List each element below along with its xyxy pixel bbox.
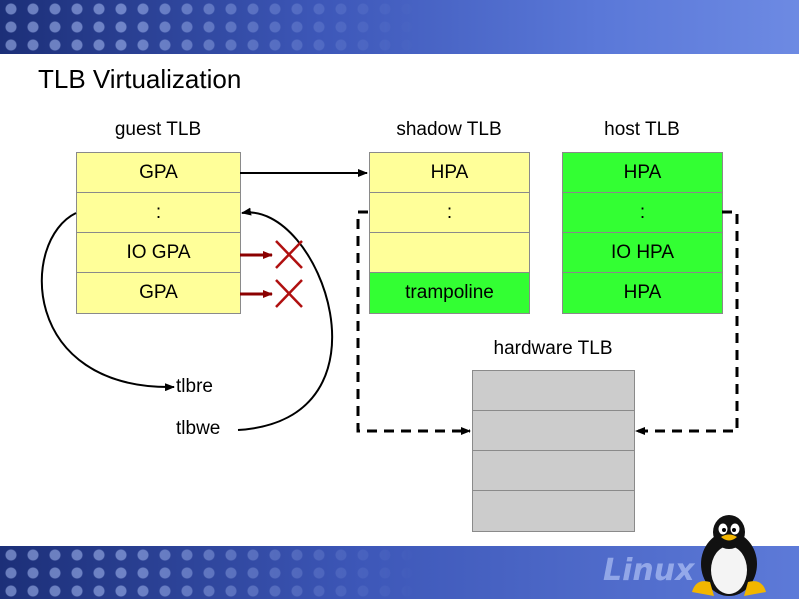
guest-tlb-table: GPA : IO GPA GPA bbox=[76, 152, 241, 314]
host-tlb-row: IO HPA bbox=[563, 233, 722, 273]
tux-penguin-icon bbox=[692, 515, 766, 596]
hardware-tlb-row bbox=[473, 491, 634, 531]
shadow-tlb-trampoline-row: trampoline bbox=[370, 273, 529, 313]
page-title: TLB Virtualization bbox=[38, 64, 242, 94]
shadow-to-hardware-arrow bbox=[356, 210, 471, 435]
shadow-tlb-row: : bbox=[370, 193, 529, 233]
tlbre-arrow bbox=[40, 212, 175, 392]
shadow-tlb-row bbox=[370, 233, 529, 273]
hardware-tlb-row bbox=[473, 371, 634, 411]
host-tlb-row: HPA bbox=[563, 153, 722, 193]
io-gpa-cross-icon bbox=[275, 240, 303, 269]
hardware-tlb-label: hardware TLB bbox=[493, 338, 613, 359]
host-tlb-table: HPA : IO HPA HPA bbox=[562, 152, 723, 314]
shadow-tlb-row: HPA bbox=[370, 153, 529, 193]
bottom-banner bbox=[0, 546, 799, 599]
shadow-tlb-label: shadow TLB bbox=[396, 119, 502, 140]
top-banner bbox=[0, 0, 799, 54]
host-tlb-row: : bbox=[563, 193, 722, 233]
guest-tlb-row: IO GPA bbox=[77, 233, 240, 273]
hardware-tlb-row bbox=[473, 451, 634, 491]
guest-tlb-row: : bbox=[77, 193, 240, 233]
gpa-cross-icon bbox=[275, 279, 303, 308]
guest-tlb-label: guest TLB bbox=[114, 119, 202, 140]
host-to-hardware-arrow bbox=[635, 210, 739, 435]
linux-wordmark: Linux bbox=[603, 553, 695, 588]
guest-tlb-row: GPA bbox=[77, 273, 240, 313]
tlbwe-label: tlbwe bbox=[176, 418, 221, 439]
shadow-tlb-table: HPA : trampoline bbox=[369, 152, 530, 314]
banner-dot-pattern bbox=[0, 546, 420, 599]
banner-dot-pattern bbox=[0, 0, 420, 54]
hardware-tlb-row bbox=[473, 411, 634, 451]
tlbwe-arrow bbox=[237, 207, 334, 431]
host-tlb-row: HPA bbox=[563, 273, 722, 313]
hardware-tlb-table bbox=[472, 370, 635, 532]
tlbre-label: tlbre bbox=[176, 376, 213, 397]
guest-tlb-row: GPA bbox=[77, 153, 240, 193]
host-tlb-label: host TLB bbox=[604, 119, 680, 140]
